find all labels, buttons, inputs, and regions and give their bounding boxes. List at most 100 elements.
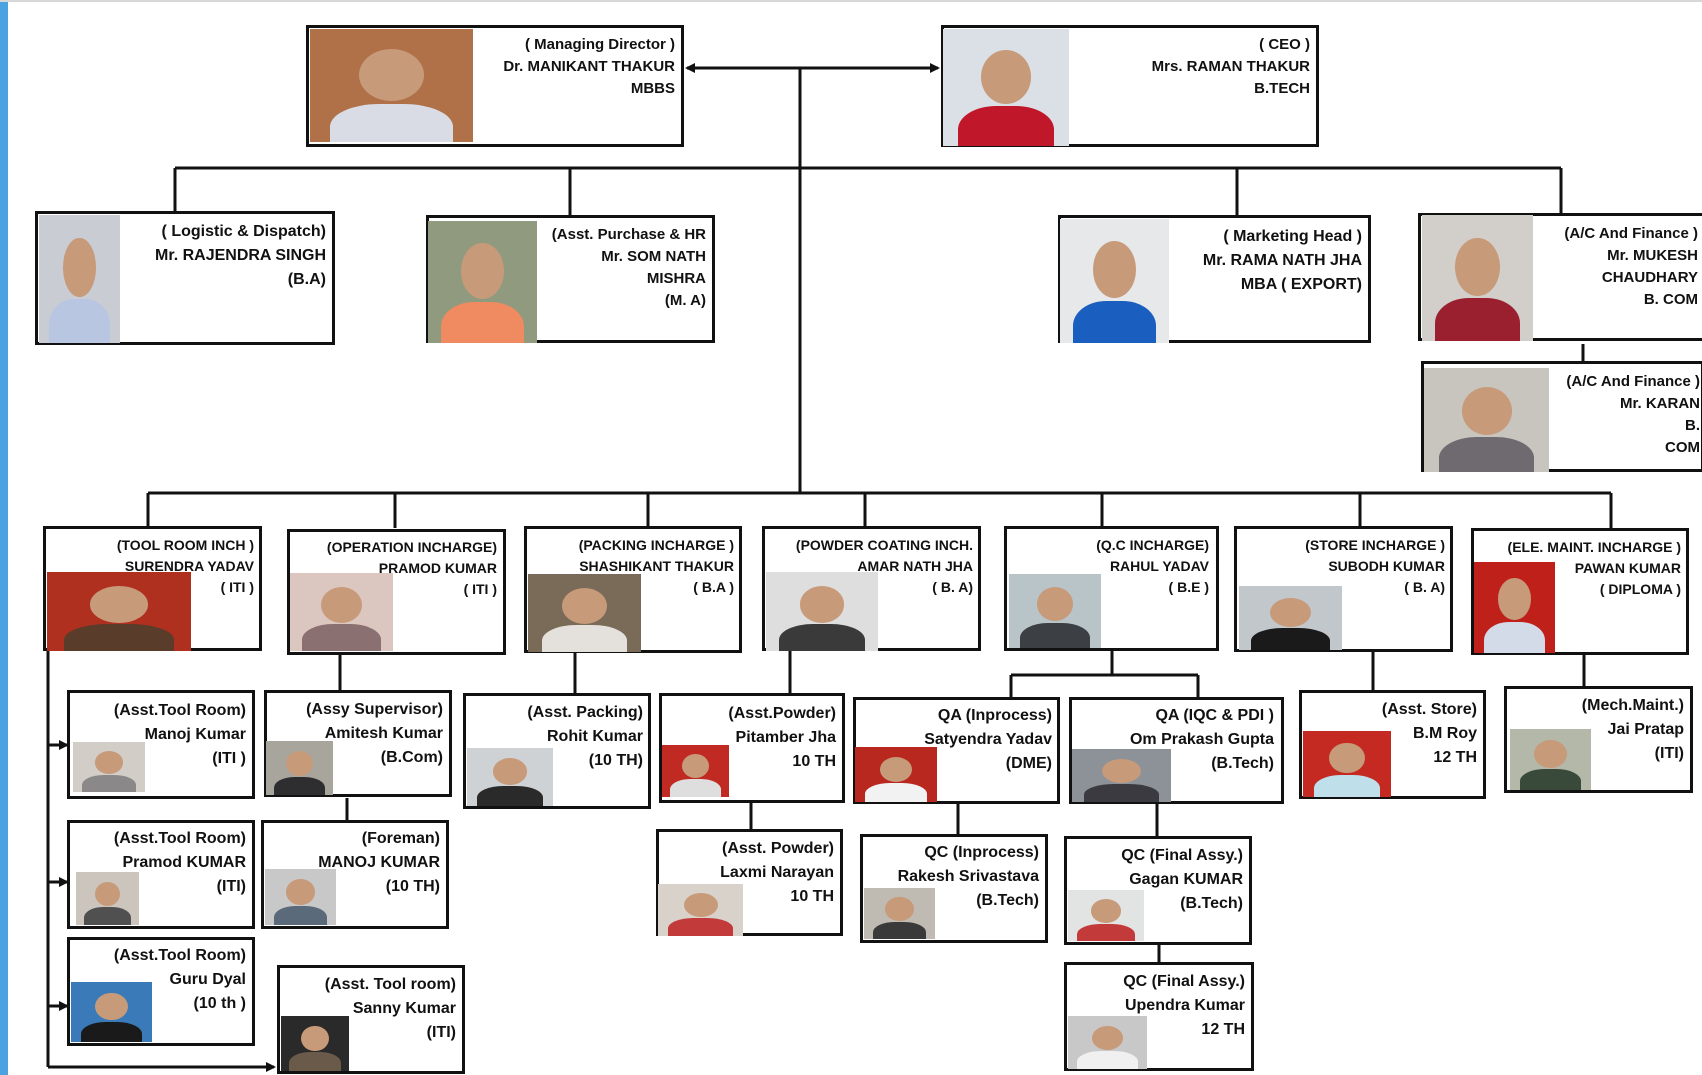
photo-qa-inprocess: [855, 747, 937, 802]
info-store: (STORE INCHARGE )SUBODH KUMAR( B. A): [1305, 535, 1445, 598]
photo-finance1: [1422, 215, 1533, 341]
photo-body: [64, 624, 174, 651]
info-line: (Foreman): [361, 830, 440, 847]
photo-foreman: [265, 869, 336, 925]
info-asst-tool-2: (Asst.Tool Room)Pramod KUMAR(ITI): [114, 827, 246, 899]
photo-head: [1091, 1025, 1124, 1050]
info-line: (POWDER COATING INCH.: [795, 537, 973, 553]
info-line: MANOJ KUMAR: [318, 854, 440, 871]
info-line: ( ITI ): [463, 581, 497, 597]
info-line: 12 TH: [1433, 749, 1477, 766]
info-line: Jai Pratap: [1607, 721, 1684, 738]
photo-body: [1073, 300, 1156, 343]
info-line: (B.Tech): [1211, 755, 1274, 772]
info-line: (DME): [1005, 755, 1052, 772]
photo-asst-tool-3: [71, 982, 152, 1042]
info-line: (PACKING INCHARGE ): [578, 537, 734, 553]
info-line: Gagan KUMAR: [1129, 871, 1243, 888]
photo-body: [779, 624, 865, 651]
info-line: (Asst.Powder): [728, 705, 836, 722]
info-line: (Asst.Tool Room): [113, 947, 246, 964]
info-line: Mrs. RAMAN THAKUR: [1151, 58, 1310, 75]
info-line: ( B. A): [932, 579, 973, 595]
photo-asst-powder-2: [658, 884, 743, 936]
photo-head: [885, 897, 914, 921]
info-line: COM: [1665, 439, 1700, 456]
photo-qc-inprocess: [864, 888, 935, 939]
photo-body: [80, 1021, 143, 1042]
info-elemaint: (ELE. MAINT. INCHARGE )PAWAN KUMAR( DIPL…: [1508, 537, 1681, 600]
info-asst-tool-1: (Asst.Tool Room)Manoj Kumar(ITI ): [114, 699, 246, 771]
photo-ceo: [943, 29, 1069, 146]
info-line: B.M Roy: [1413, 725, 1477, 742]
photo-head: [94, 751, 124, 774]
info-line: (Assy Supervisor): [306, 701, 443, 718]
photo-asst-tool-4: [281, 1016, 349, 1071]
info-toolroom: (TOOL ROOM INCH )SURENDRA YADAV( ITI ): [117, 535, 254, 598]
info-line: (B.Tech): [1180, 895, 1243, 912]
info-line: B.TECH: [1254, 80, 1310, 97]
info-line: Laxmi Narayan: [720, 864, 834, 881]
info-qc-final-1: QC (Final Assy.)Gagan KUMAR(B.Tech): [1121, 844, 1243, 916]
info-line: Rakesh Srivastava: [897, 868, 1039, 885]
info-qc: (Q.C INCHARGE)RAHUL YADAV( B.E ): [1096, 535, 1209, 598]
info-line: (Asst.Tool Room): [113, 830, 246, 847]
info-asst-tool-3: (Asst.Tool Room)Guru Dyal(10 th ): [114, 944, 246, 1016]
info-line: (OPERATION INCHARGE): [326, 539, 497, 555]
photo-body: [1519, 769, 1582, 790]
photo-qc: [1009, 574, 1101, 648]
info-line: Sanny Kumar: [352, 1000, 456, 1017]
photo-head: [1269, 597, 1312, 627]
info-line: Om Prakash Gupta: [1129, 731, 1274, 748]
photo-body: [1483, 622, 1546, 653]
info-qa-inprocess: QA (Inprocess)Satyendra Yadav(DME): [924, 704, 1052, 776]
info-line: ( Marketing Head ): [1223, 228, 1362, 245]
info-line: Pramod KUMAR: [122, 854, 246, 871]
photo-operation: [290, 573, 393, 651]
photo-head: [1101, 758, 1142, 783]
info-line: Amitesh Kumar: [324, 725, 443, 742]
top-border-line: [0, 0, 1702, 2]
info-line: (10 th ): [193, 995, 246, 1012]
photo-head: [1092, 241, 1137, 299]
photo-md: [310, 29, 473, 142]
info-line: (B.Tech): [976, 892, 1039, 909]
photo-body: [1313, 774, 1381, 797]
photo-asst-tool-1: [73, 742, 145, 792]
info-line: 10 TH: [790, 888, 834, 905]
photo-head: [879, 756, 913, 783]
photo-body: [1083, 783, 1160, 802]
info-line: (10 TH): [588, 752, 643, 769]
info-line: ( B.A ): [693, 579, 734, 595]
info-line: (Asst. Packing): [527, 704, 643, 721]
photo-head: [1461, 386, 1512, 435]
photo-assy-sup: [266, 741, 333, 795]
photo-powder: [766, 572, 878, 651]
photo-head: [561, 588, 608, 624]
info-line: SHASHIKANT THAKUR: [579, 558, 734, 574]
info-line: (B.A): [287, 271, 326, 288]
photo-elemaint: [1474, 562, 1555, 653]
info-line: QC (Inprocess): [924, 844, 1039, 861]
photo-body: [477, 786, 543, 806]
photo-head: [320, 587, 363, 623]
photo-head: [286, 879, 315, 905]
photo-qc-final-1: [1068, 890, 1144, 941]
info-asst-packing: (Asst. Packing)Rohit Kumar(10 TH): [527, 701, 643, 773]
photo-purchase: [428, 221, 537, 343]
info-line: Satyendra Yadav: [924, 731, 1052, 748]
photo-head: [1498, 578, 1531, 621]
photo-head: [799, 586, 845, 623]
photo-body: [670, 779, 721, 797]
info-line: (ELE. MAINT. INCHARGE ): [1507, 539, 1681, 555]
photo-mech-maint: [1510, 729, 1591, 790]
info-line: Dr. MANIKANT THAKUR: [503, 58, 675, 75]
info-qc-inprocess: QC (Inprocess) Rakesh Srivastava (B.Tech): [898, 841, 1039, 913]
info-line: B.: [1685, 417, 1700, 434]
